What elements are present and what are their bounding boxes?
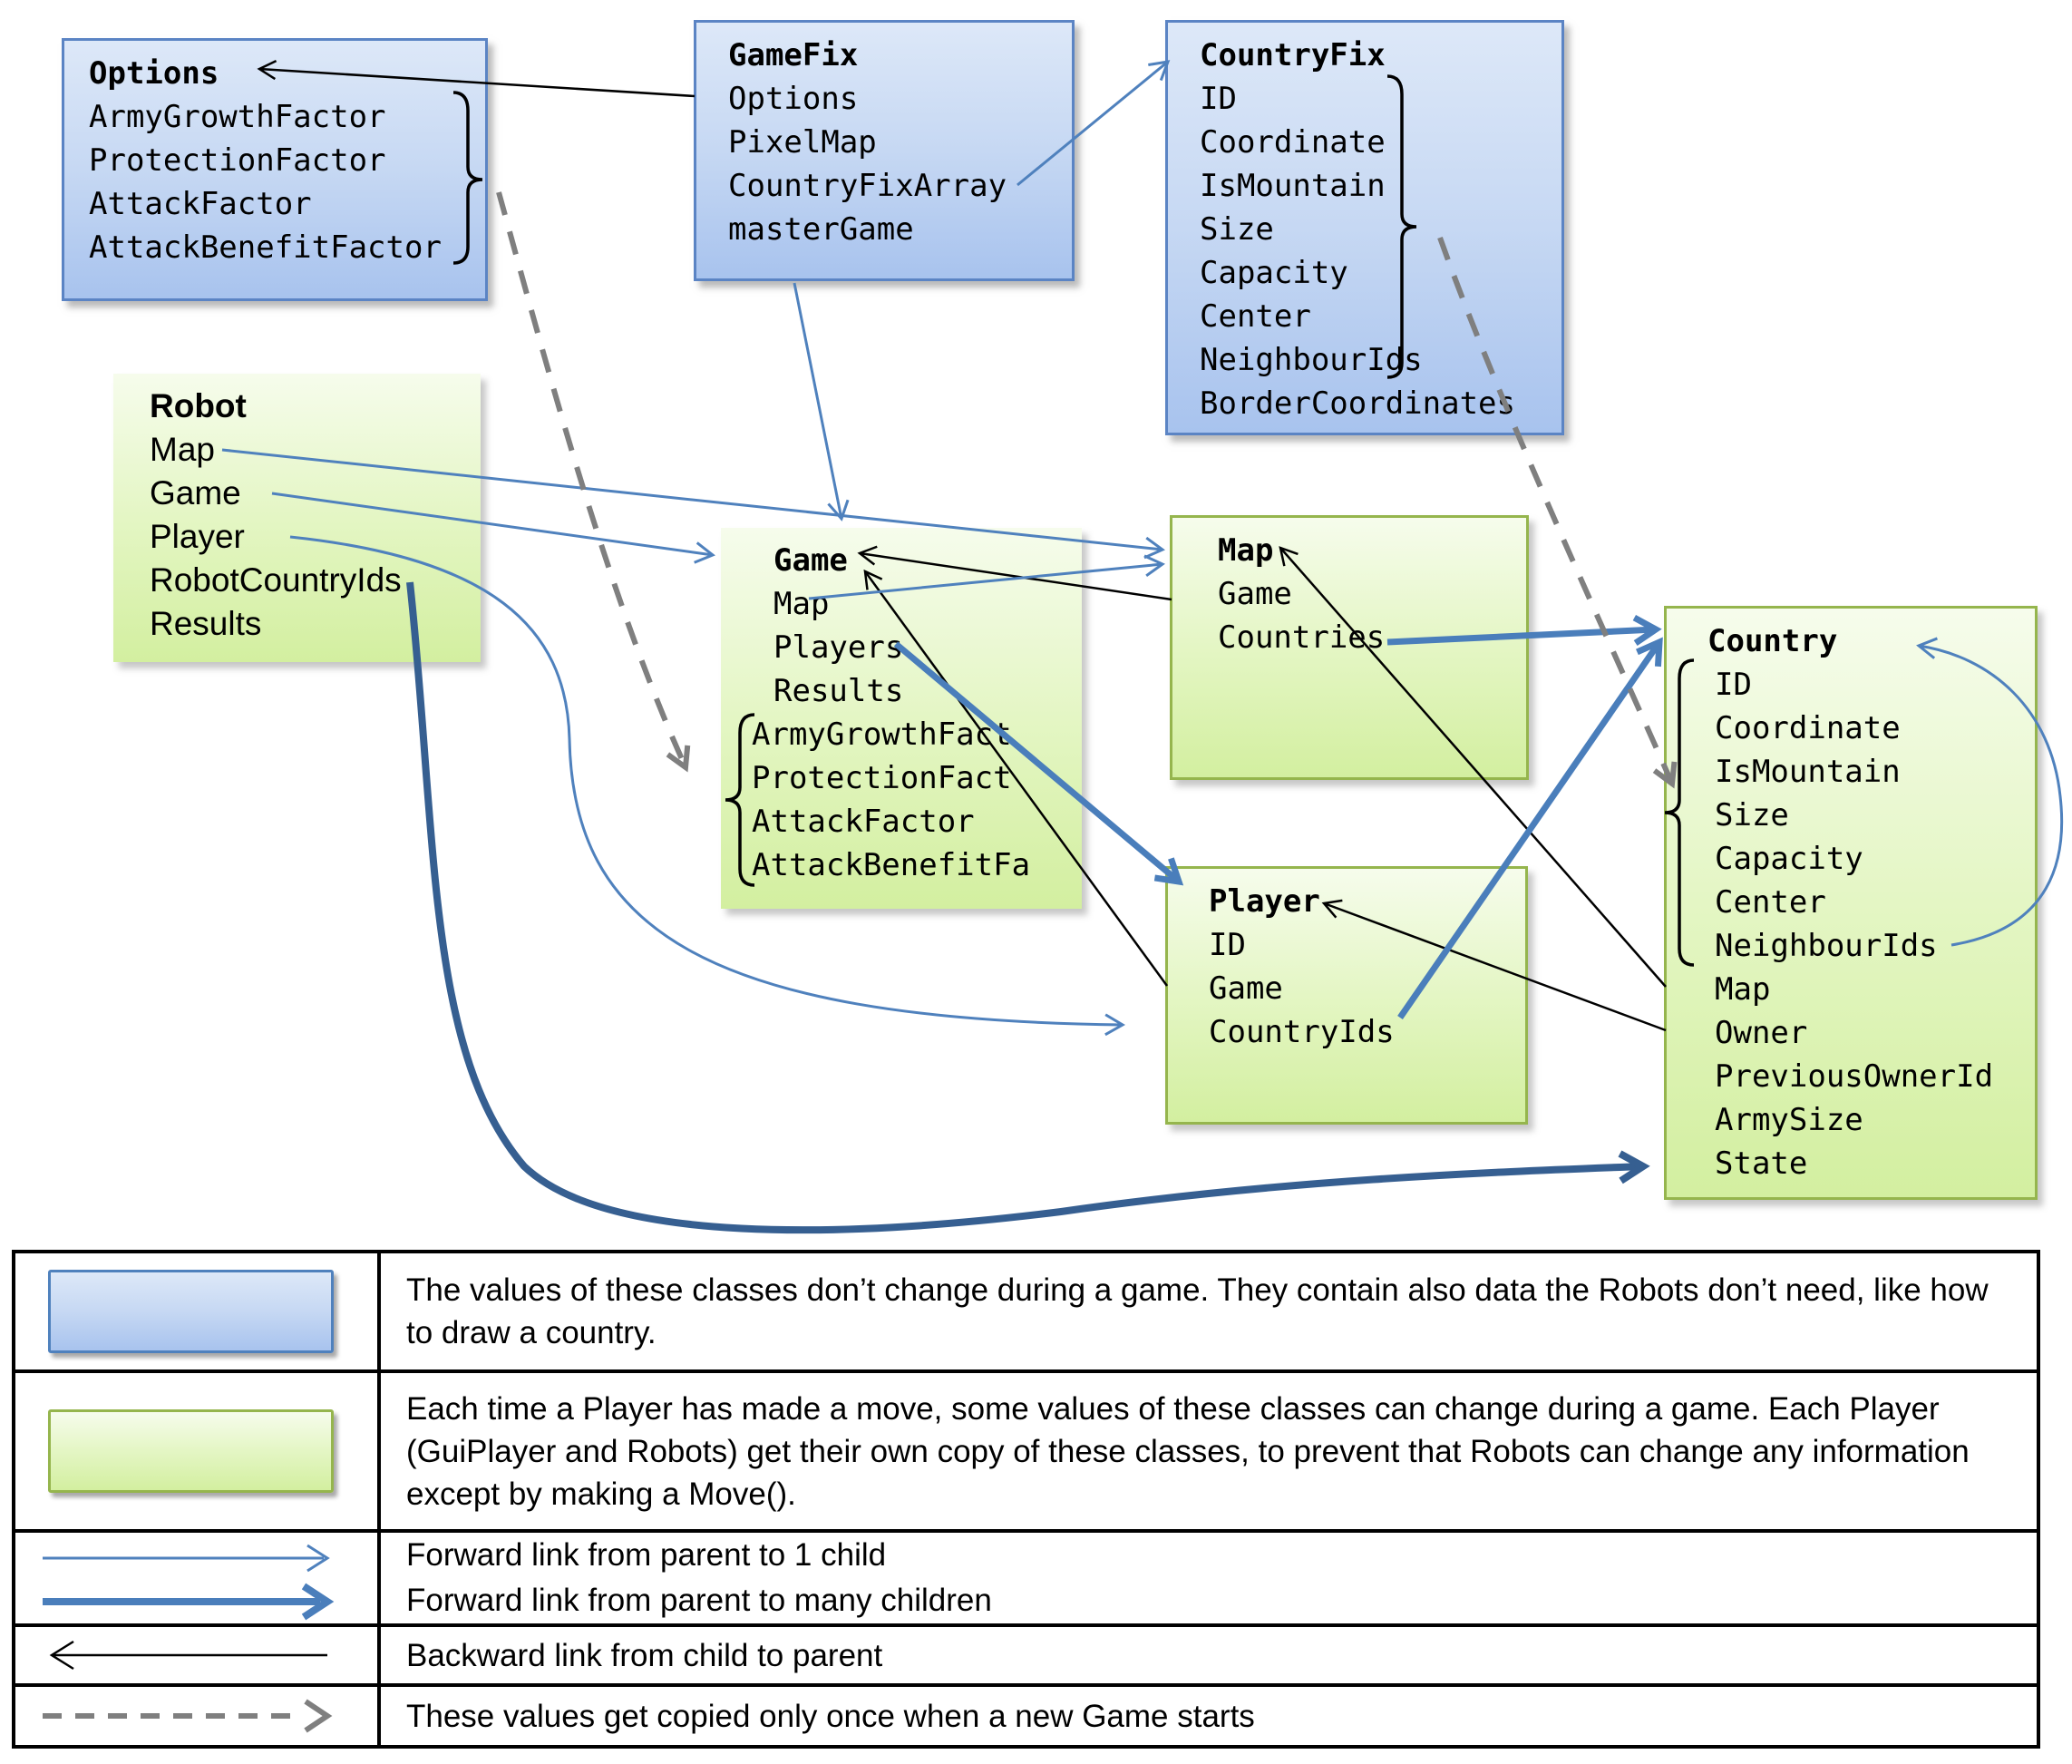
class-field: AttackFactor	[89, 186, 312, 222]
class-field: AttackBenefitFa	[752, 847, 1031, 883]
class-field: Results	[150, 605, 262, 642]
class-field: Game	[1218, 576, 1292, 612]
blue-class-swatch	[48, 1270, 334, 1353]
legend-key-cell	[15, 1253, 381, 1369]
class-field: IsMountain	[1200, 168, 1386, 204]
legend-row-dynamic-classes: Each time a Player has made a move, some…	[15, 1369, 2037, 1529]
class-field: RobotCountryIds	[150, 561, 402, 599]
backward-arrow-icon	[49, 1640, 327, 1671]
class-field: Players	[773, 629, 904, 666]
class-title: CountryFix	[1200, 37, 1386, 73]
class-field: NeighbourIds	[1715, 928, 1938, 964]
class-field: ProtectionFact	[752, 760, 1012, 796]
class-field: Map	[150, 431, 215, 468]
legend-row-static-classes: The values of these classes don’t change…	[15, 1253, 2037, 1369]
class-field: Size	[1715, 797, 1789, 833]
green-class-swatch	[48, 1409, 334, 1493]
class-field: Capacity	[1200, 255, 1348, 291]
class-field: ArmyGrowthFact	[752, 716, 1012, 753]
class-field: Owner	[1715, 1015, 1808, 1051]
class-title: Options	[89, 55, 219, 92]
legend-key-cell	[15, 1533, 381, 1623]
class-field: Countries	[1218, 619, 1386, 656]
legend-row-copied-once: These values get copied only once when a…	[15, 1683, 2037, 1745]
class-title: Robot	[150, 387, 247, 424]
legend-text: The values of these classes don’t change…	[381, 1253, 2037, 1369]
class-field: ArmySize	[1715, 1102, 1863, 1138]
legend-key-cell	[15, 1627, 381, 1683]
class-title: GameFix	[728, 37, 859, 73]
class-field: Coordinate	[1200, 124, 1386, 161]
class-field: CountryFixArray	[728, 168, 1007, 204]
class-field: Size	[1200, 211, 1274, 248]
dashed-arrow-icon	[43, 1699, 333, 1733]
class-field: ID	[1200, 81, 1237, 117]
class-field: AttackFactor	[752, 804, 975, 840]
class-field: NeighbourIds	[1200, 342, 1423, 378]
class-field: State	[1715, 1145, 1808, 1182]
class-field: Game	[150, 474, 241, 512]
legend-row-backward-link: Backward link from child to parent	[15, 1623, 2037, 1683]
link-options-factors-copied-to-game	[496, 191, 691, 773]
class-field: ProtectionFactor	[89, 142, 386, 179]
legend-text: Backward link from child to parent	[381, 1627, 2037, 1683]
legend-text: Each time a Player has made a move, some…	[381, 1373, 2037, 1529]
class-field: CountryIds	[1209, 1014, 1395, 1050]
class-title: Country	[1707, 623, 1838, 659]
class-field: IsMountain	[1715, 754, 1901, 790]
class-title: Player	[1209, 883, 1320, 920]
legend-text: Forward link from parent to 1 child Forw…	[381, 1533, 2037, 1623]
legend-static-text: The values of these classes don’t change…	[406, 1272, 1989, 1350]
legend-key-cell	[15, 1687, 381, 1745]
class-field: BorderCoordinates	[1200, 385, 1515, 422]
class-field: Coordinate	[1715, 710, 1901, 746]
legend-copied-once-text: These values get copied only once when a…	[406, 1698, 1255, 1734]
class-field: Game	[1209, 970, 1283, 1007]
legend-text: These values get copied only once when a…	[381, 1687, 2037, 1745]
class-field: ID	[1715, 667, 1752, 703]
class-field: ArmyGrowthFactor	[89, 99, 386, 135]
class-field: Options	[728, 81, 859, 117]
legend-key-cell	[15, 1373, 381, 1529]
class-field: Player	[150, 518, 245, 555]
class-field: PreviousOwnerId	[1715, 1058, 1994, 1095]
class-field: masterGame	[728, 211, 914, 248]
forward-arrow-icons	[43, 1544, 335, 1621]
legend-backward-text: Backward link from child to parent	[406, 1637, 883, 1673]
class-field: Results	[773, 673, 904, 709]
class-field: ID	[1209, 927, 1246, 963]
legend-table: The values of these classes don’t change…	[12, 1250, 2040, 1749]
class-field: Center	[1200, 298, 1311, 335]
legend-row-forward-links: Forward link from parent to 1 child Forw…	[15, 1529, 2037, 1623]
legend-forward-one-text: Forward link from parent to 1 child	[406, 1537, 887, 1573]
legend-dynamic-text: Each time a Player has made a move, some…	[406, 1390, 1970, 1512]
class-title: Map	[1218, 532, 1274, 569]
class-field: Map	[1715, 971, 1771, 1008]
class-field: Capacity	[1715, 841, 1863, 877]
class-field: Center	[1715, 884, 1826, 921]
class-field: PixelMap	[728, 124, 877, 161]
class-field: AttackBenefitFactor	[89, 229, 442, 266]
legend-forward-many-text: Forward link from parent to many childre…	[406, 1583, 992, 1618]
class-field: Map	[773, 586, 830, 622]
link-gamefix-mastergame-to-game	[793, 282, 850, 521]
class-title: Game	[773, 542, 848, 579]
